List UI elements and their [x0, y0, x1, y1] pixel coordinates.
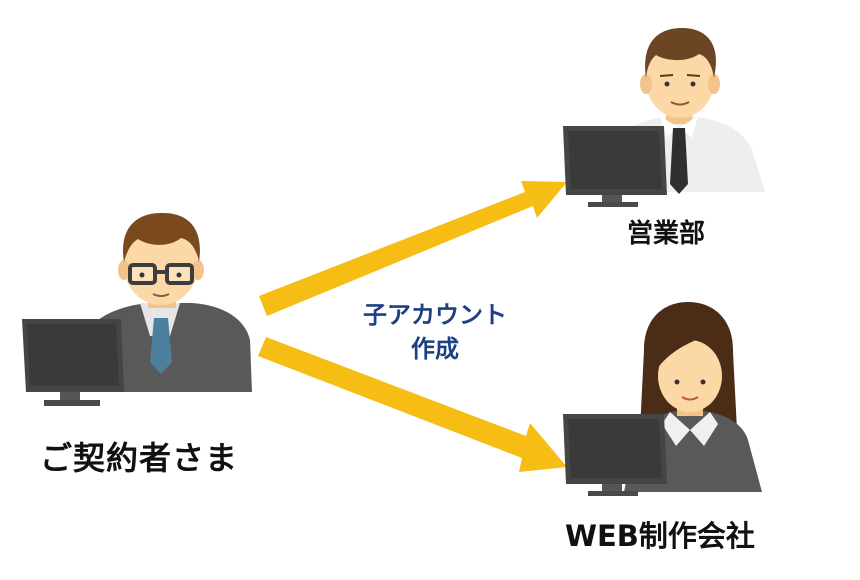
arrow-caption: 子アカウント 作成: [325, 298, 545, 366]
arrow-caption-line1: 子アカウント: [363, 301, 507, 329]
contractor-monitor-icon: [22, 319, 124, 406]
sales-monitor-icon: [563, 126, 667, 207]
contractor-person-icon: [82, 212, 252, 392]
web-company-monitor-icon: [563, 414, 667, 496]
web-company-label: WEB制作会社: [565, 519, 755, 553]
arrow-to-sales: [259, 181, 567, 316]
arrow-caption-line2: 作成: [411, 335, 459, 363]
arrow-to-web: [258, 337, 567, 472]
contractor-label: ご契約者さま: [40, 439, 239, 477]
sales-department-label: 営業部: [627, 219, 706, 249]
